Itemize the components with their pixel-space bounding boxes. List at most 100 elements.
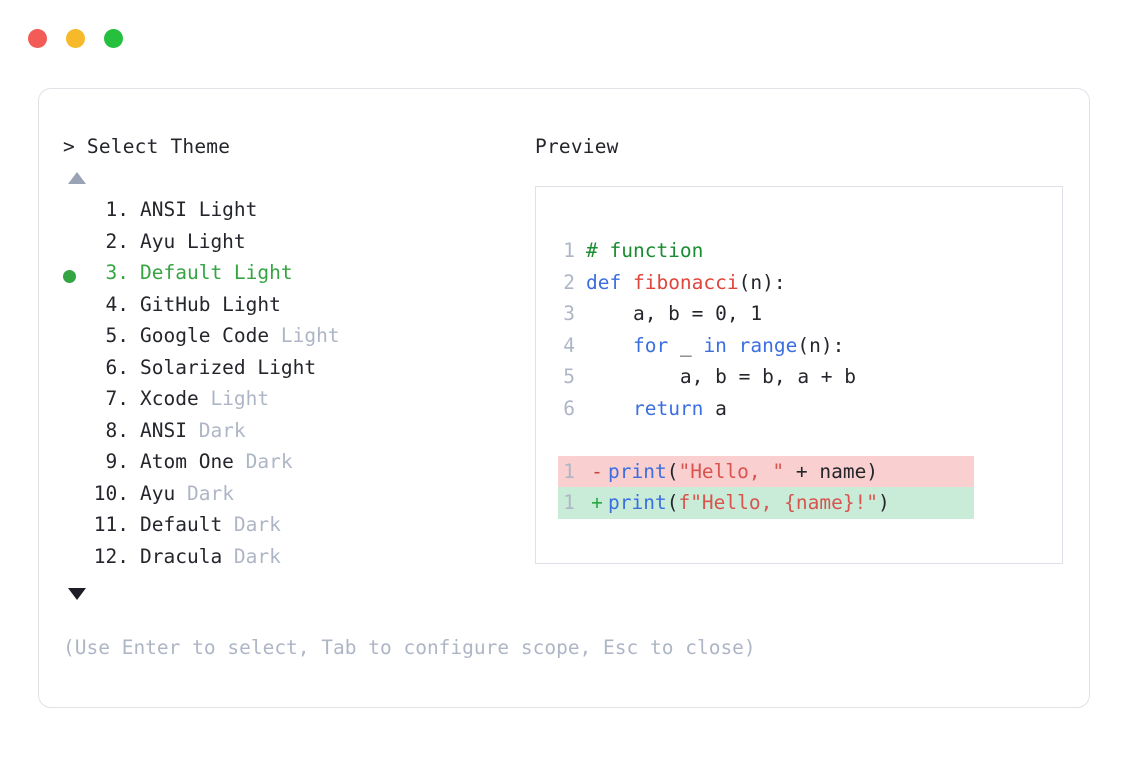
code-line: 2 def fibonacci(n): xyxy=(558,267,974,299)
code-token: + name) xyxy=(784,459,879,483)
theme-list-item[interactable]: 8. ANSI Dark xyxy=(63,419,533,451)
code-token: return xyxy=(632,396,704,420)
line-number: 1 xyxy=(563,491,575,514)
code-token: a, b = 0, 1 xyxy=(586,302,763,325)
maximize-button[interactable] xyxy=(104,29,123,48)
theme-item-variant: Dark xyxy=(186,418,246,442)
preview-title: Preview xyxy=(535,135,619,158)
theme-item-number: 7. xyxy=(105,387,129,410)
theme-list-item[interactable]: 4.GitHub Light xyxy=(63,293,533,325)
theme-list-item[interactable]: 6.Solarized Light xyxy=(63,356,533,388)
code-token: ) xyxy=(878,491,890,514)
code-line-text: a, b = b, a + b xyxy=(586,361,856,393)
theme-list-item[interactable]: 7. Xcode Light xyxy=(63,387,533,419)
theme-item-number: 9. xyxy=(105,450,129,473)
triangle-up-icon[interactable] xyxy=(68,172,86,184)
code-line-text: def fibonacci(n): xyxy=(586,267,786,299)
code-line: 6 return a xyxy=(558,393,974,425)
diff-added-line: 1 +print(f"Hello, {name}!") xyxy=(558,487,974,519)
code-line: 1 # function xyxy=(558,235,974,267)
code-token: def xyxy=(586,270,633,294)
code-token: for xyxy=(632,333,669,357)
theme-item-variant: Dark xyxy=(222,513,281,536)
code-token xyxy=(727,334,739,357)
theme-item-number: 2. xyxy=(105,229,129,253)
code-token: a xyxy=(703,396,727,420)
code-token: in xyxy=(703,333,727,357)
theme-list-item[interactable]: 9. Atom One Dark xyxy=(63,450,533,482)
triangle-down-icon[interactable] xyxy=(68,588,86,600)
code-token: a, b = b, a + b xyxy=(586,365,857,388)
code-token: range xyxy=(738,333,798,357)
theme-item-number: 5. xyxy=(105,324,129,347)
code-token xyxy=(586,334,633,357)
theme-item-variant: Light xyxy=(269,324,340,347)
theme-item-number: 10. xyxy=(93,481,129,505)
theme-list-item[interactable]: 3. Default Light xyxy=(63,261,533,293)
line-number: 4 xyxy=(563,333,575,357)
theme-item-name: ANSI Dark xyxy=(140,418,246,442)
code-line-text: # function xyxy=(586,235,703,267)
code-blank-line xyxy=(558,424,974,456)
theme-item-variant: Dark xyxy=(175,481,234,505)
theme-item-name: Default Dark xyxy=(140,513,281,536)
theme-list-item[interactable]: 11. Default Dark xyxy=(63,513,533,545)
line-number: 3 xyxy=(563,302,575,325)
line-number: 1 xyxy=(563,239,575,262)
theme-item-number: 11. xyxy=(93,513,129,536)
selected-bullet-icon xyxy=(63,270,76,284)
theme-item-name: Atom One Dark xyxy=(140,450,293,473)
theme-list-item[interactable]: 12. Dracula Dark xyxy=(63,545,533,577)
theme-item-name: Ayu Light xyxy=(140,229,246,253)
diff-line-text: print("Hello, " + name) xyxy=(608,456,878,488)
line-number: 1 xyxy=(563,459,575,483)
line-number: 5 xyxy=(563,365,575,388)
code-token: f"Hello, {name}!" xyxy=(678,491,879,514)
diff-sign: - xyxy=(591,459,603,483)
code-line-text: return a xyxy=(586,393,727,425)
theme-item-name: Google Code Light xyxy=(140,324,340,347)
theme-item-name: Default Light xyxy=(140,261,293,284)
code-token: fibonacci xyxy=(632,270,739,294)
theme-item-variant: Light xyxy=(198,387,270,410)
selection-indicator-cell xyxy=(63,270,89,284)
code-token: ( xyxy=(666,491,679,514)
theme-item-name: GitHub Light xyxy=(140,292,281,316)
theme-item-name: Xcode Light xyxy=(140,387,270,410)
code-token: _ xyxy=(668,333,704,357)
theme-item-number: 8. xyxy=(105,418,129,442)
code-token: # function xyxy=(586,239,704,262)
theme-item-number: 12. xyxy=(93,544,129,568)
theme-list-item[interactable]: 1.ANSI Light xyxy=(63,198,533,230)
theme-item-number: 1. xyxy=(105,198,129,221)
code-token xyxy=(586,397,633,420)
code-line-text: for _ in range(n): xyxy=(586,330,844,362)
code-token: print xyxy=(608,491,667,514)
code-line-text: a, b = 0, 1 xyxy=(586,298,762,330)
theme-list-item[interactable]: 2. Ayu Light xyxy=(63,230,533,262)
code-token: (n): xyxy=(738,270,786,294)
theme-item-number: 3. xyxy=(105,261,129,284)
theme-item-variant: Dark xyxy=(222,544,281,568)
theme-list-item[interactable]: 10.Ayu Dark xyxy=(63,482,533,514)
keyboard-hint: (Use Enter to select, Tab to configure s… xyxy=(63,636,756,659)
theme-item-number: 6. xyxy=(105,355,129,379)
code-line: 5 a, b = b, a + b xyxy=(558,361,974,393)
diff-removed-line: 1-print("Hello, " + name) xyxy=(558,455,974,488)
code-token: (n): xyxy=(797,333,845,357)
minimize-button[interactable] xyxy=(66,29,85,48)
theme-list-item[interactable]: 5. Google Code Light xyxy=(63,324,533,356)
close-button[interactable] xyxy=(28,29,47,48)
line-number: 2 xyxy=(563,270,575,294)
diff-sign: + xyxy=(591,491,603,514)
code-line: 3 a, b = 0, 1 xyxy=(558,298,974,330)
theme-item-variant: Dark xyxy=(233,450,293,473)
theme-item-name: Dracula Dark xyxy=(140,544,281,568)
diff-line-text: print(f"Hello, {name}!") xyxy=(608,487,890,519)
code-line: 4 for _ in range(n): xyxy=(558,330,974,362)
